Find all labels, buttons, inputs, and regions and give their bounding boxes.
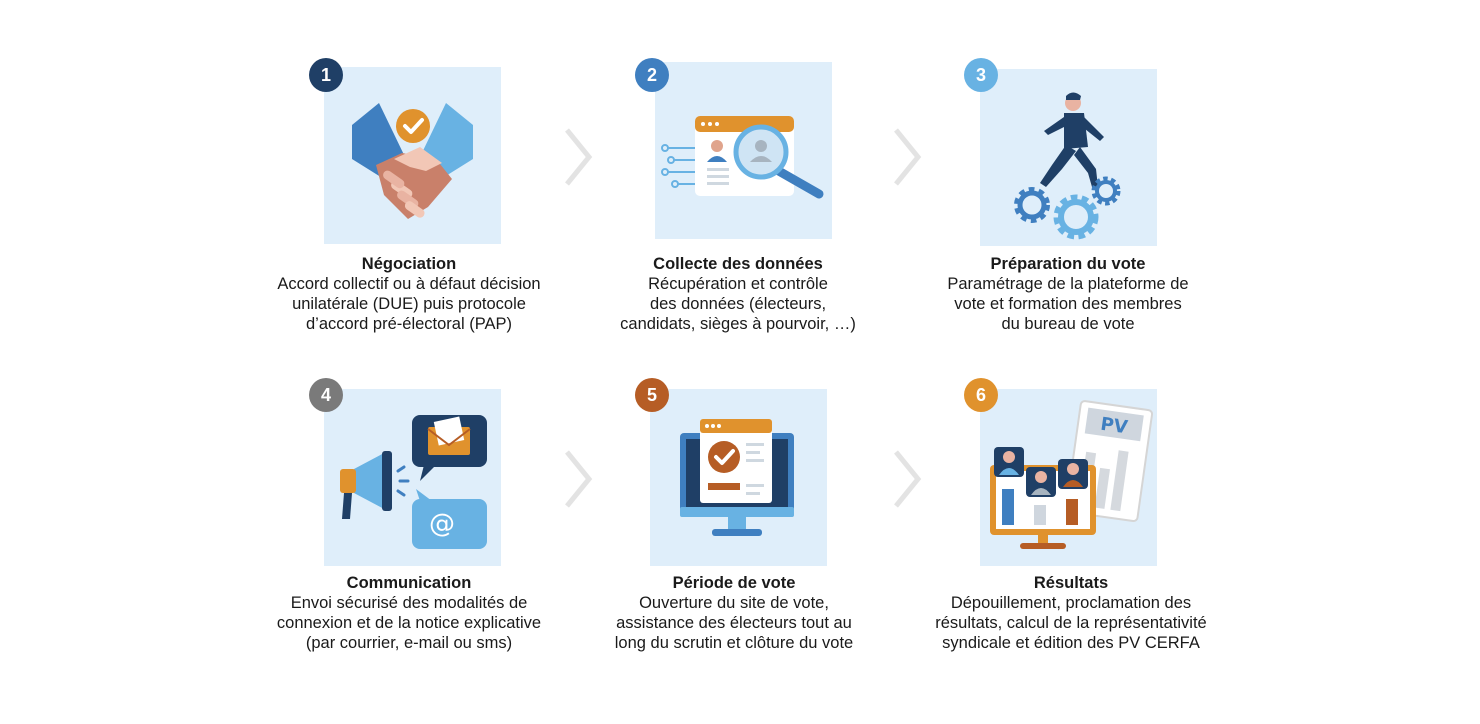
step-2-description-line: des données (électeurs, xyxy=(649,295,827,313)
step-1-title: Négociation xyxy=(361,255,457,273)
step-4-title: Communication xyxy=(346,574,472,592)
step-4-illustration: @ xyxy=(324,389,501,566)
check-badge xyxy=(396,109,430,143)
step-4-description-line: connexion et de la notice explicative xyxy=(276,614,542,632)
handshake-icon xyxy=(352,103,473,219)
gear-icon xyxy=(1014,187,1050,223)
step-2-description-line: candidats, sièges à pourvoir, …) xyxy=(620,315,856,333)
step-1-description-line: unilatérale (DUE) puis protocole xyxy=(292,295,526,313)
step-4-caption: Communication Envoi sécurisé des modalit… xyxy=(249,573,569,653)
person-gears-icon xyxy=(1014,92,1121,240)
step-4-description-line: (par courrier, e-mail ou sms) xyxy=(305,634,513,652)
gear-icon xyxy=(1091,176,1121,206)
computer-vote-icon xyxy=(680,419,794,536)
results-icon: PV xyxy=(990,400,1154,549)
step-5-description-line: long du scrutin et clôture du vote xyxy=(614,634,854,652)
step-2-title: Collecte des données xyxy=(653,255,823,273)
step-5-illustration xyxy=(650,389,827,566)
step-3-description-line: du bureau de vote xyxy=(1001,315,1135,333)
step-6-description-line: Dépouillement, proclamation des xyxy=(950,594,1192,612)
step-3-number-badge: 3 xyxy=(964,58,998,92)
step-5-description-line: assistance des électeurs tout au xyxy=(616,614,852,632)
pv-label: PV xyxy=(1099,414,1129,439)
step-3-illustration xyxy=(980,69,1157,246)
step-4-number-badge: 4 xyxy=(309,378,343,412)
step-5-description-line: Ouverture du site de vote, xyxy=(639,594,829,612)
gear-icon xyxy=(1053,194,1099,240)
step-1-description-line: Accord collectif ou à défaut décision xyxy=(277,275,541,293)
data-search-icon xyxy=(661,116,824,199)
step-6-illustration: PV xyxy=(980,389,1157,566)
step-3-caption: Préparation du vote Paramétrage de la pl… xyxy=(908,254,1228,334)
step-6-description-line: résultats, calcul de la représentativité xyxy=(935,614,1207,632)
chevron-right-icon xyxy=(894,450,922,508)
chevron-right-icon xyxy=(894,128,922,186)
step-3-description-line: vote et formation des membres xyxy=(954,295,1182,313)
step-6-caption: Résultats Dépouillement, proclamation de… xyxy=(911,573,1231,653)
at-sign-icon: @ xyxy=(429,509,455,539)
chevron-right-icon xyxy=(565,450,593,508)
step-6-title: Résultats xyxy=(1033,574,1109,592)
step-4-description-line: Envoi sécurisé des modalités de xyxy=(290,594,528,612)
step-5-number-badge: 5 xyxy=(635,378,669,412)
step-1-caption: Négociation Accord collectif ou à défaut… xyxy=(249,254,569,334)
step-5-title: Période de vote xyxy=(672,574,796,592)
megaphone-icon: @ xyxy=(340,415,487,549)
step-1-illustration xyxy=(324,67,501,244)
step-1-number-badge: 1 xyxy=(309,58,343,92)
check-badge xyxy=(708,441,740,473)
step-3-title: Préparation du vote xyxy=(990,255,1146,273)
step-1-description-line: d’accord pré-électoral (PAP) xyxy=(305,315,513,333)
step-5-caption: Période de vote Ouverture du site de vot… xyxy=(574,573,894,653)
step-6-description-line: syndicale et édition des PV CERFA xyxy=(942,634,1200,652)
chevron-right-icon xyxy=(565,128,593,186)
step-2-illustration xyxy=(655,62,832,239)
step-6-number-badge: 6 xyxy=(964,378,998,412)
step-2-description-line: Récupération et contrôle xyxy=(648,275,828,293)
step-3-description-line: Paramétrage de la plateforme de xyxy=(947,275,1189,293)
step-2-caption: Collecte des données Récupération et con… xyxy=(578,254,898,334)
step-2-number-badge: 2 xyxy=(635,58,669,92)
